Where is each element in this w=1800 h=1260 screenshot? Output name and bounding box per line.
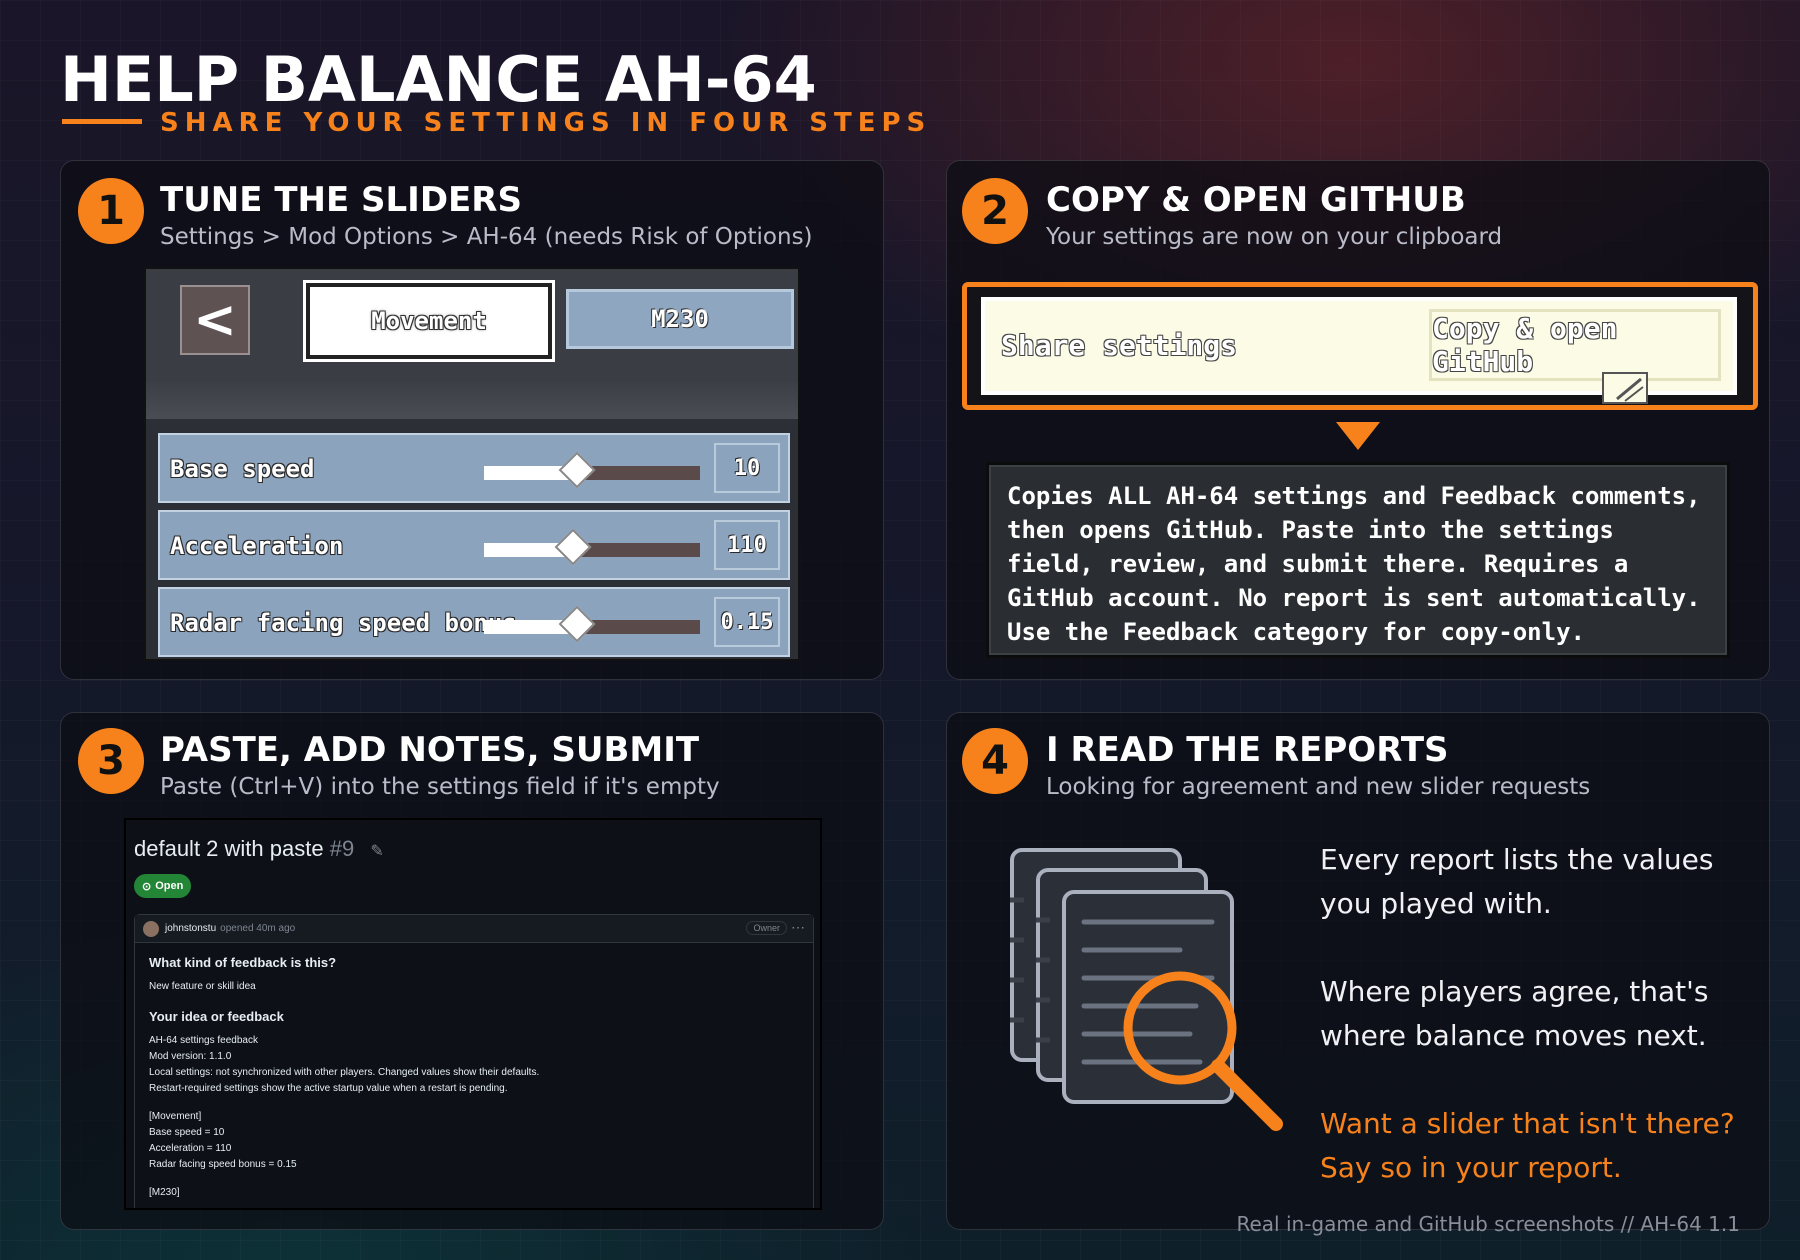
comment-line: Acceleration = 110 bbox=[149, 1143, 232, 1154]
slider-track[interactable] bbox=[484, 605, 700, 643]
slider-row-base-speed: Base speed 10 bbox=[158, 433, 790, 503]
comment-heading: Your idea or feedback bbox=[149, 1009, 284, 1024]
step3-subtitle: Paste (Ctrl+V) into the settings field i… bbox=[160, 774, 720, 800]
text-line: where balance moves next. bbox=[1320, 1019, 1707, 1052]
issue-state-badge: ⊙ Open bbox=[134, 874, 192, 898]
step4-number: 4 bbox=[962, 728, 1028, 794]
arrow-down-icon bbox=[1336, 422, 1380, 450]
slider-row-radar-facing: Radar facing speed bonus 0.15 bbox=[158, 587, 790, 657]
avatar[interactable] bbox=[143, 920, 159, 937]
slider-fill bbox=[484, 620, 577, 634]
slider-row-acceleration: Acceleration 110 bbox=[158, 510, 790, 580]
step4-subtitle: Looking for agreement and new slider req… bbox=[1046, 774, 1591, 800]
step4-title: I READ THE REPORTS bbox=[1046, 730, 1449, 770]
copy-open-github-button[interactable]: Copy & open GitHub bbox=[1429, 309, 1721, 381]
step3-title: PASTE, ADD NOTES, SUBMIT bbox=[160, 730, 700, 770]
comment-author[interactable]: johnstonstu bbox=[165, 923, 217, 934]
slider-value-field[interactable]: 10 bbox=[714, 443, 780, 493]
text-line: you played with. bbox=[1320, 887, 1552, 920]
issue-number: #9 bbox=[329, 836, 355, 861]
comment-time: opened 40m ago bbox=[220, 923, 296, 934]
slider-handle[interactable] bbox=[558, 451, 596, 489]
step2-title: COPY & OPEN GITHUB bbox=[1046, 180, 1466, 220]
step1-number: 1 bbox=[78, 178, 144, 244]
footer-note: Real in-game and GitHub screenshots // A… bbox=[1236, 1212, 1741, 1236]
step2-subtitle: Your settings are now on your clipboard bbox=[1046, 224, 1503, 250]
comment-header: johnstonstu opened 40m ago Owner ⋯ bbox=[135, 915, 813, 943]
issue-title: default 2 with paste #9 ✎ bbox=[134, 836, 384, 862]
issue-state-label: Open bbox=[155, 880, 184, 892]
step2-number: 2 bbox=[962, 178, 1028, 244]
step1-subtitle: Settings > Mod Options > AH-64 (needs Ri… bbox=[160, 224, 813, 250]
tooltip-description: Copies ALL AH-64 settings and Feedback c… bbox=[986, 462, 1730, 658]
chevron-left-icon: < bbox=[193, 290, 237, 350]
github-issue-screenshot: default 2 with paste #9 ✎ ⊙ Open johnsto… bbox=[124, 818, 822, 1210]
step1-title: TUNE THE SLIDERS bbox=[160, 180, 522, 220]
page-subtitle: SHARE YOUR SETTINGS IN FOUR STEPS bbox=[160, 108, 932, 138]
share-settings-row: Share settings Copy & open GitHub bbox=[981, 297, 1737, 395]
more-options-icon[interactable]: ⋯ bbox=[791, 919, 805, 935]
report-values-text: Every report lists the values you played… bbox=[1320, 838, 1713, 926]
comment-line: Radar facing speed bonus = 0.15 bbox=[149, 1159, 297, 1170]
comment-line: Mod version: 1.1.0 bbox=[149, 1051, 232, 1062]
text-line: Where players agree, that's bbox=[1320, 975, 1709, 1008]
page-title: HELP BALANCE AH-64 bbox=[60, 43, 817, 116]
slider-value-field[interactable]: 0.15 bbox=[714, 597, 780, 647]
step3-number: 3 bbox=[78, 728, 144, 794]
cursor-pointer-icon bbox=[1602, 372, 1648, 404]
tab-movement[interactable]: Movement bbox=[303, 280, 555, 362]
balance-text: Where players agree, that's where balanc… bbox=[1320, 970, 1708, 1058]
mod-options-screenshot: < Movement M230 Base speed 10 Accelerati… bbox=[144, 267, 800, 661]
comment-line: Base speed = 10 bbox=[149, 1127, 225, 1138]
slider-track[interactable] bbox=[484, 451, 700, 489]
comment-line: Local settings: not synchronized with ot… bbox=[149, 1067, 540, 1078]
comment-line: [M230] bbox=[149, 1187, 180, 1198]
issue-title-text: default 2 with paste bbox=[134, 836, 324, 861]
share-settings-highlight: Share settings Copy & open GitHub bbox=[962, 282, 1758, 410]
slider-label: Acceleration bbox=[170, 532, 344, 560]
slider-handle[interactable] bbox=[554, 528, 591, 566]
issue-comment: johnstonstu opened 40m ago Owner ⋯ What … bbox=[134, 914, 814, 1208]
text-line: Say so in your report. bbox=[1320, 1151, 1622, 1184]
slider-request-text: Want a slider that isn't there? Say so i… bbox=[1320, 1102, 1735, 1190]
comment-line: [Movement] bbox=[149, 1111, 202, 1122]
slider-value-field[interactable]: 110 bbox=[714, 520, 780, 570]
comment-line: Restart-required settings show the activ… bbox=[149, 1083, 508, 1094]
comment-line: AH-64 settings feedback bbox=[149, 1035, 258, 1046]
owner-badge: Owner bbox=[746, 921, 787, 935]
slider-handle[interactable] bbox=[558, 605, 596, 643]
slider-fill bbox=[484, 543, 573, 557]
slider-label: Radar facing speed bonus bbox=[170, 609, 517, 637]
share-settings-label: Share settings bbox=[1001, 329, 1238, 362]
slider-label: Base speed bbox=[170, 455, 315, 483]
issue-open-icon: ⊙ bbox=[142, 880, 152, 893]
slider-fill bbox=[484, 466, 577, 480]
slider-track[interactable] bbox=[484, 528, 700, 566]
tab-m230[interactable]: M230 bbox=[566, 289, 794, 349]
text-line: Want a slider that isn't there? bbox=[1320, 1107, 1735, 1140]
text-line: Every report lists the values bbox=[1320, 843, 1714, 876]
back-button[interactable]: < bbox=[180, 285, 250, 355]
pencil-icon[interactable]: ✎ bbox=[370, 843, 384, 860]
tab-bar-shadow bbox=[146, 381, 798, 419]
title-accent-bar bbox=[62, 119, 142, 124]
comment-heading: What kind of feedback is this? bbox=[149, 955, 337, 970]
documents-magnifier-icon bbox=[1010, 848, 1283, 1131]
comment-text: New feature or skill idea bbox=[149, 981, 256, 992]
